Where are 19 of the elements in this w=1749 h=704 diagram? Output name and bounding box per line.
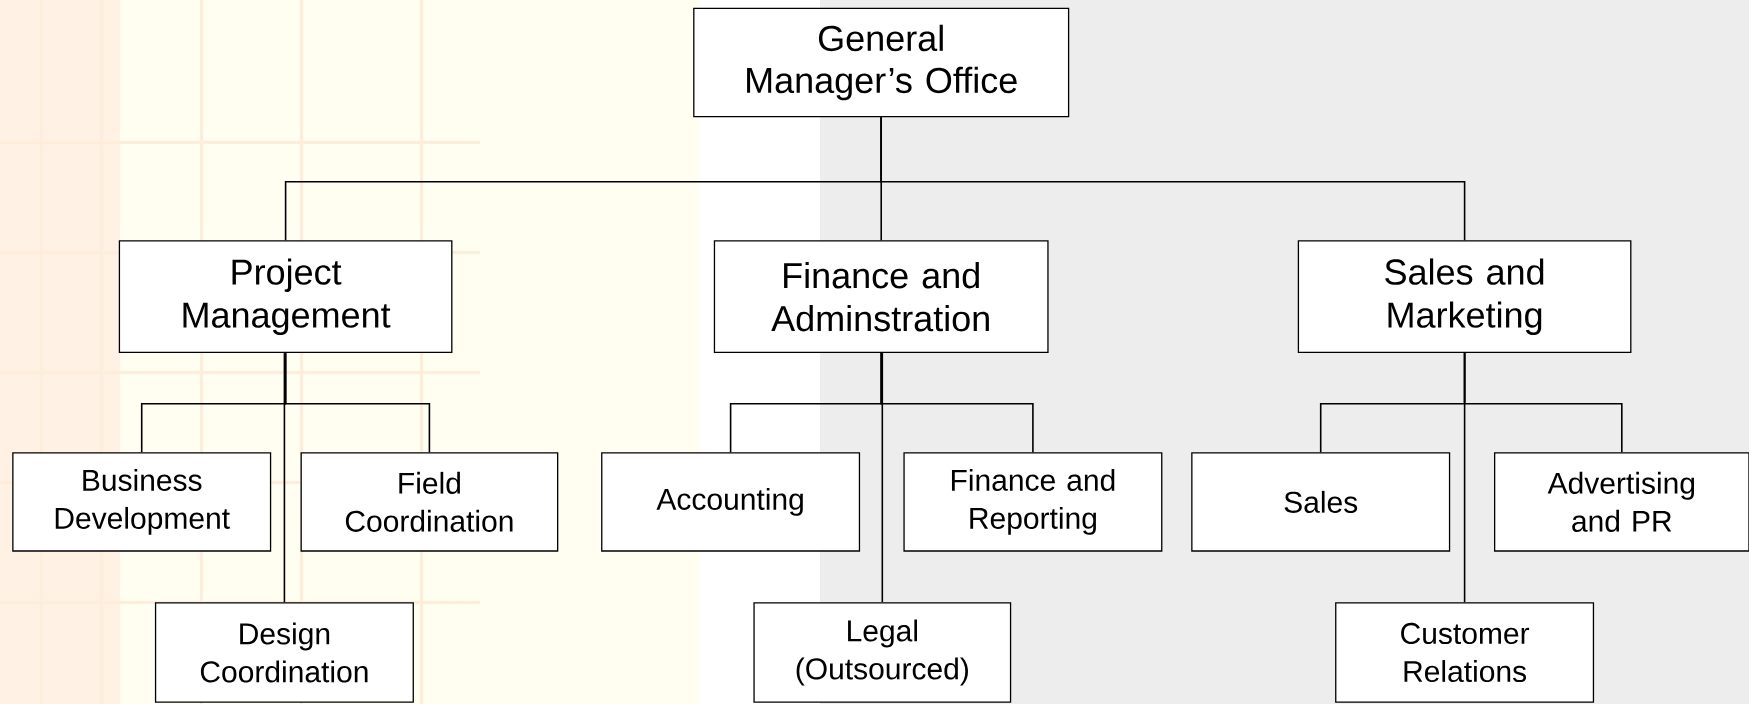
org-box: Legal (Outsourced) xyxy=(753,602,1012,703)
org-box: Accounting xyxy=(601,452,861,552)
org-box: Customer Relations xyxy=(1335,602,1595,703)
org-box: Design Coordination xyxy=(154,602,414,703)
connector-line xyxy=(880,352,1034,453)
org-box: Finance and Reporting xyxy=(903,452,1163,552)
connector-line xyxy=(283,352,286,603)
org-box: Sales xyxy=(1191,452,1451,552)
org-box: Sales and Marketing xyxy=(1297,240,1632,354)
org-box: Project Management xyxy=(118,240,453,354)
org-box: General Manager’s Office xyxy=(693,7,1070,118)
org-box: Field Coordination xyxy=(300,452,559,552)
connector-line xyxy=(1463,352,1466,603)
org-box: Finance and Adminstration xyxy=(713,240,1049,354)
org-box: Business Development xyxy=(12,452,272,552)
connector-line xyxy=(284,352,431,453)
connector-line xyxy=(881,352,884,603)
connector-line xyxy=(880,116,1466,242)
org-box: Advertising and PR xyxy=(1494,452,1749,552)
